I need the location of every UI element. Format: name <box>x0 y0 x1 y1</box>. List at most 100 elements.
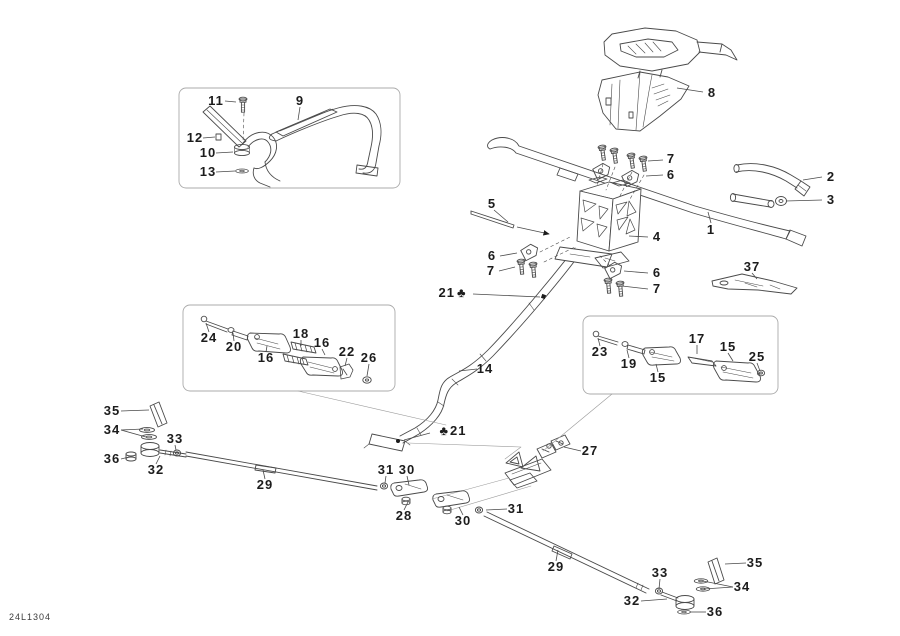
part-callout-37: 37 <box>744 260 760 273</box>
leader-line-11 <box>224 100 237 103</box>
leader-line-6 <box>499 252 518 257</box>
part-number: 36 <box>103 451 121 467</box>
part-callout-18: 18 <box>293 327 309 340</box>
part-callout-23: 23 <box>592 345 608 358</box>
leader-line-2 <box>802 176 823 181</box>
part-callout-13: 13 <box>200 165 216 178</box>
part-number: 28 <box>395 508 413 524</box>
part-callout-6: 6 <box>667 168 675 181</box>
pivot-bracket-art <box>297 390 613 512</box>
part-number: 6 <box>666 167 676 183</box>
leader-line-30 <box>406 475 410 486</box>
grip-art <box>733 163 811 197</box>
leader-line-15 <box>655 363 659 373</box>
part-number: 30 <box>454 513 472 529</box>
part-number: 6 <box>652 265 662 281</box>
part-number: 3 <box>826 192 836 208</box>
leader-line-23 <box>597 337 601 347</box>
leader-line-12 <box>202 136 216 139</box>
leader-line-21 <box>472 293 541 298</box>
part-number: 30 <box>398 462 416 478</box>
part-number: 20 <box>225 339 243 355</box>
part-number: 29 <box>256 477 274 493</box>
inset-box-grip-plates-left <box>182 304 396 392</box>
part-callout-31: 31 <box>508 502 524 515</box>
leader-line-34 <box>702 580 734 588</box>
part-callout-36: 36 <box>707 605 723 618</box>
leader-line-19 <box>626 349 630 359</box>
grip-plates-left-art <box>200 315 372 384</box>
part-number: 34 <box>733 579 751 595</box>
leader-line-30 <box>458 506 464 516</box>
part-callout-6: 6 <box>488 249 496 262</box>
foam-grip-art <box>729 193 787 208</box>
leader-line-36 <box>120 456 130 460</box>
leader-line-8 <box>676 87 704 93</box>
part-callout-31: 31 <box>378 463 394 476</box>
part-number: 11 <box>208 93 224 109</box>
part-callout-10: 10 <box>200 146 216 159</box>
leader-line-32 <box>155 455 161 465</box>
leader-line-35 <box>120 409 150 412</box>
part-callout-25: 25 <box>749 350 765 363</box>
part-number: 33 <box>651 565 669 581</box>
part-number: 19 <box>620 356 638 372</box>
leader-line-16 <box>265 345 268 353</box>
part-number: 9 <box>295 93 305 109</box>
leader-line-34 <box>703 586 734 590</box>
leader-line-34 <box>120 428 144 431</box>
part-number: 35 <box>103 403 121 419</box>
part-number: 1 <box>706 222 716 238</box>
leader-line-26 <box>366 363 370 377</box>
leader-line-15 <box>727 352 734 362</box>
leader-line-31 <box>384 475 387 484</box>
part-callout-16: 16 <box>314 336 330 349</box>
part-number: 31 <box>507 501 525 517</box>
leader-line-28 <box>403 501 409 511</box>
part-number: 18 <box>292 326 310 342</box>
part-callout-19: 19 <box>621 357 637 370</box>
part-number: 27 <box>581 443 599 459</box>
leader-line-21 <box>403 432 431 441</box>
part-number: 23 <box>591 344 609 360</box>
leader-line-5 <box>493 209 509 223</box>
part-callout-7: 7 <box>487 264 495 277</box>
part-number: 5 <box>487 196 497 212</box>
part-number: 2 <box>826 169 836 185</box>
part-callout-3: 3 <box>827 193 835 206</box>
console-art <box>597 27 738 132</box>
leader-line-7 <box>621 285 649 290</box>
part-callout-20: 20 <box>226 340 242 353</box>
leader-line-25 <box>756 362 761 372</box>
part-callout-17: 17 <box>689 332 705 345</box>
part-number: 32 <box>623 593 641 609</box>
part-number: 21 <box>450 423 467 439</box>
leader-line-9 <box>297 106 301 121</box>
leader-line-34 <box>120 429 147 438</box>
part-callout-12: 12 <box>187 131 203 144</box>
club-symbol: ♣ <box>439 423 449 439</box>
part-number: 32 <box>147 462 165 478</box>
part-number: 7 <box>652 281 662 297</box>
part-number: 25 <box>748 349 766 365</box>
part-callout-21: 21♣ <box>439 286 466 299</box>
part-number: 26 <box>360 350 378 366</box>
leader-line-4 <box>628 235 649 238</box>
part-callout-32: 32 <box>148 463 164 476</box>
part-callout-27: 27 <box>582 444 598 457</box>
leader-line-32 <box>640 598 668 602</box>
part-number: 36 <box>706 604 724 620</box>
diagram-code: 24L1304 <box>9 612 52 622</box>
leader-line-10 <box>215 151 234 154</box>
part-callout-30: 30 <box>455 514 471 527</box>
leader-line-3 <box>785 199 823 202</box>
part-callout-33: 33 <box>652 566 668 579</box>
leader-line-6 <box>645 174 664 177</box>
left-steering-arm-art <box>125 401 484 515</box>
part-number: 12 <box>186 130 204 146</box>
part-callout-28: 28 <box>396 509 412 522</box>
leader-line-35 <box>724 562 747 565</box>
leader-line-13 <box>215 170 236 173</box>
right-steering-arm-art <box>483 511 725 615</box>
